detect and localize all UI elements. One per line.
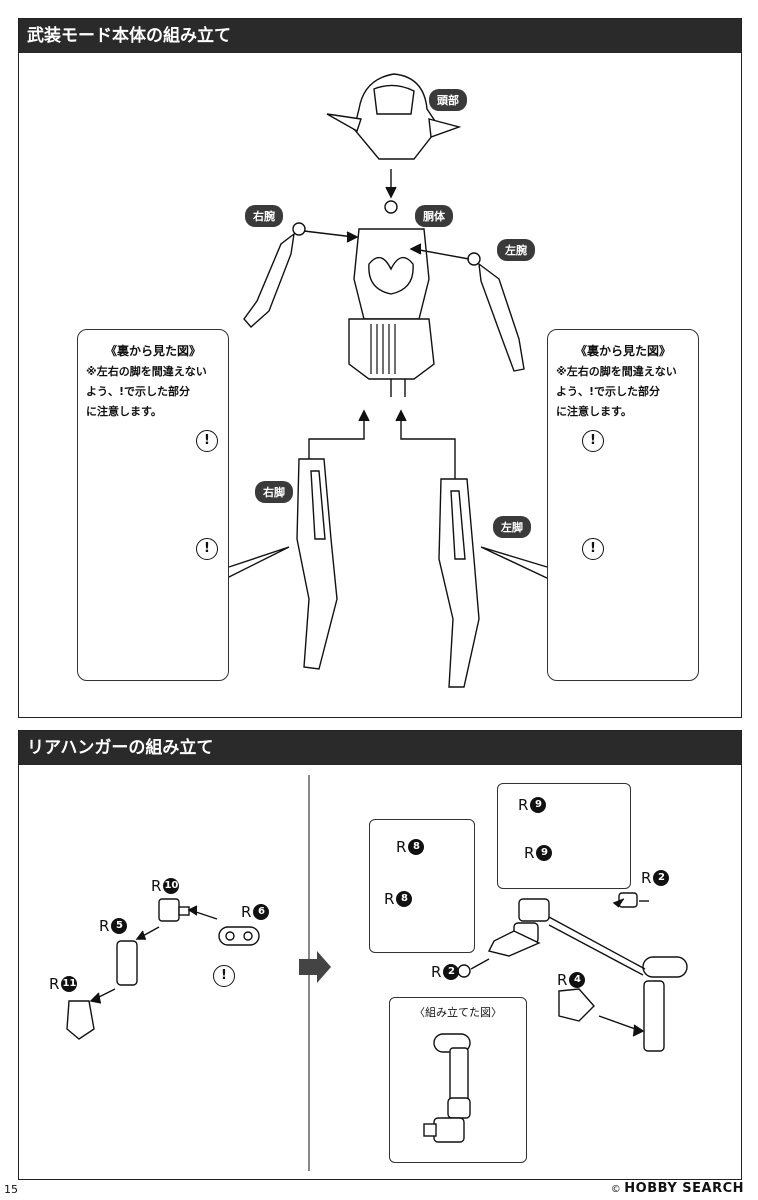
rear-hanger-illustration bbox=[66, 775, 688, 1171]
label-right-arm: 右腕 bbox=[245, 205, 283, 227]
page-number: 15 bbox=[4, 1183, 18, 1196]
back-view-callout-right: 《裏から見た図》 ※左右の脚を間違えない よう、!で示した部分 に注意します。 … bbox=[547, 329, 699, 681]
callout-note: ※左右の脚を間違えない よう、!で示した部分 に注意します。 bbox=[86, 365, 207, 418]
caution-icon: ! bbox=[582, 430, 604, 452]
label-right-leg: 右脚 bbox=[255, 481, 293, 503]
watermark-brand: ©HOBBY SEARCH bbox=[610, 1181, 744, 1196]
section-title: 武装モード本体の組み立て bbox=[19, 19, 741, 53]
label-left-arm: 左腕 bbox=[497, 239, 535, 261]
assembled-part-illustration bbox=[423, 1033, 471, 1143]
label-torso: 胴体 bbox=[415, 205, 453, 227]
label-head: 頭部 bbox=[429, 89, 467, 111]
back-view-callout-left: 《裏から見た図》 ※左右の脚を間違えない よう、!で示した部分 に注意します。 … bbox=[77, 329, 229, 681]
label-left-leg: 左脚 bbox=[493, 516, 531, 538]
assembled-view-label: 〈組み立てた図〉 bbox=[414, 1006, 502, 1019]
section-title: リアハンガーの組み立て bbox=[19, 731, 741, 765]
callout-title: 《裏から見た図》 bbox=[104, 344, 201, 358]
section-main-body-assembly: 武装モード本体の組み立て bbox=[18, 18, 742, 718]
caution-icon: ! bbox=[196, 430, 218, 452]
inset-assembled-view: 〈組み立てた図〉 bbox=[389, 997, 527, 1163]
caution-icon: ! bbox=[213, 965, 235, 987]
caution-icon: ! bbox=[196, 538, 218, 560]
callout-title: 《裏から見た図》 bbox=[574, 344, 671, 358]
caution-icon: ! bbox=[582, 538, 604, 560]
callout-note: ※左右の脚を間違えない よう、!で示した部分 に注意します。 bbox=[556, 365, 677, 418]
section-rear-hanger-assembly: リアハンガーの組み立て bbox=[18, 730, 742, 1180]
